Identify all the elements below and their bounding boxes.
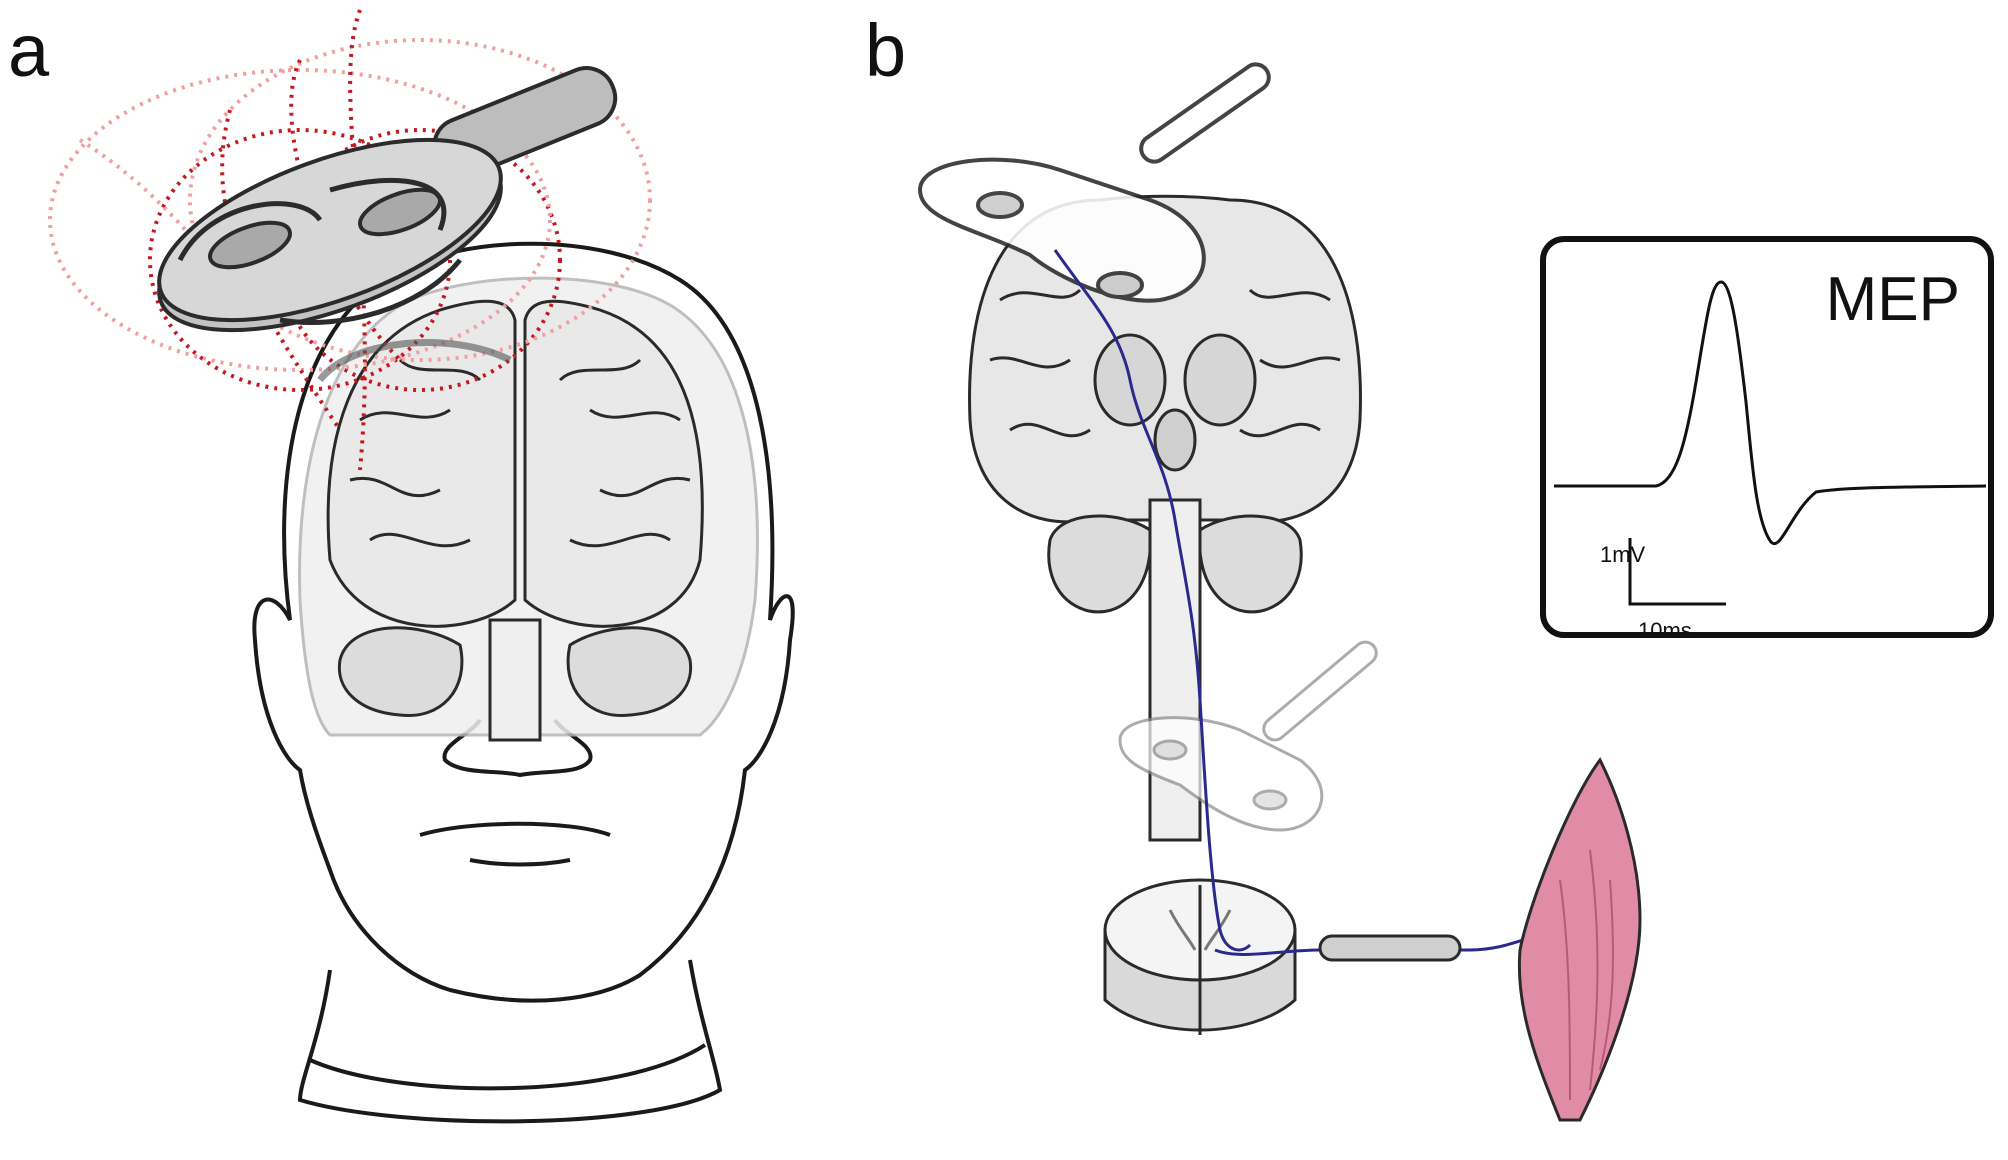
scale-bar (1628, 538, 1726, 606)
panel-label-b: b (865, 9, 907, 92)
panel-b-illustration (917, 62, 1642, 1122)
scale-voltage: 1mV (1600, 542, 1646, 567)
corticospinal-pathway (1053, 249, 1252, 952)
scale-time: 10ms (1638, 618, 1692, 643)
muscle-icon (1517, 757, 1642, 1122)
figure-eight-coil-icon (917, 62, 1271, 303)
brain-icon (326, 299, 704, 742)
panel-label-a: a (8, 9, 50, 92)
figure-eight-coil-icon (1118, 640, 1378, 832)
mep-trace (1554, 280, 1987, 606)
spinal-cord-icon (1103, 878, 1297, 1035)
induced-current-arrow (317, 339, 512, 383)
electrode-icon (1318, 934, 1462, 962)
panel-a-illustration (48, 9, 795, 1124)
mep-title: MEP (1825, 265, 1960, 334)
mep-inset: MEP 1mV 10ms (1540, 236, 1994, 643)
figure-eight-coil-icon (157, 66, 618, 333)
